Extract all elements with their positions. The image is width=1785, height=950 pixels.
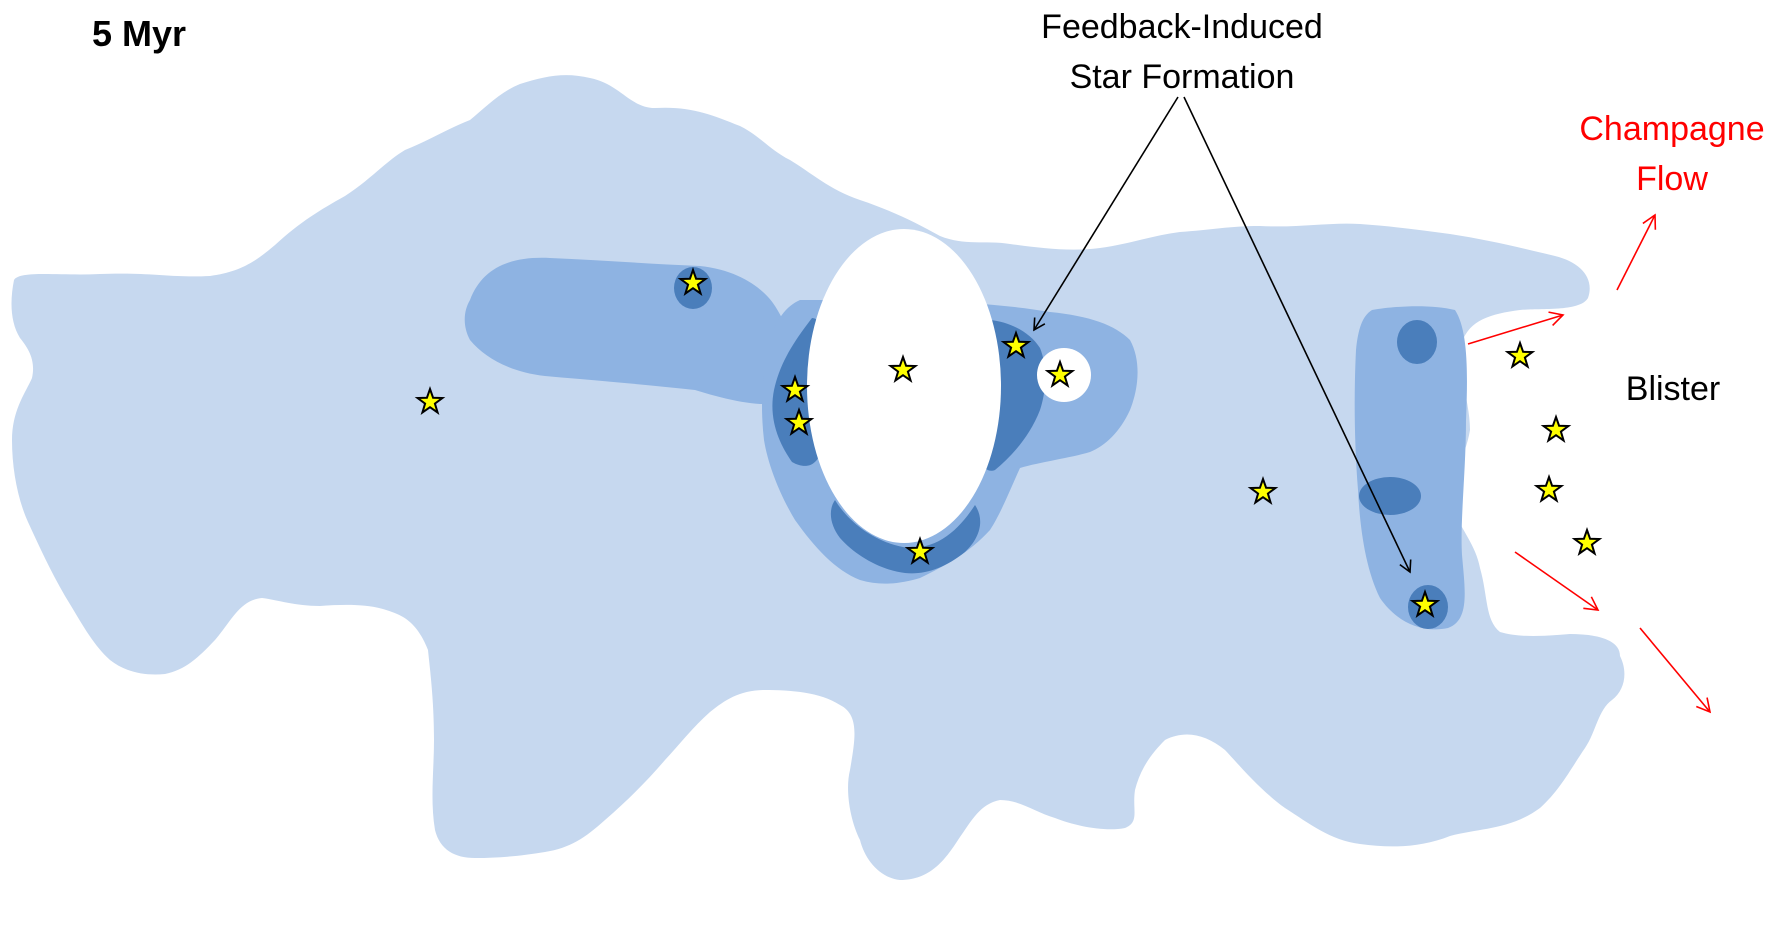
star-icon <box>887 353 919 383</box>
right-pillar <box>1354 306 1467 630</box>
star-icon <box>1504 339 1536 369</box>
champagne-label-line1: Champagne <box>1579 110 1764 148</box>
star-icon <box>783 406 815 436</box>
star-icon <box>1409 588 1441 618</box>
left-clump <box>464 257 794 405</box>
feedback-label-line2: Star Formation <box>1070 58 1295 96</box>
flow-arrow-up <box>1616 213 1657 291</box>
star-icon <box>1247 475 1279 505</box>
star-icon <box>1000 329 1032 359</box>
central-cavity <box>807 229 1001 543</box>
time-label: 5 Myr <box>92 13 186 54</box>
dense-core-pillar-top <box>1397 320 1437 364</box>
star-icon <box>677 266 709 296</box>
flow-arrow-top <box>1467 311 1565 345</box>
star-icon <box>1571 526 1603 556</box>
star-icon <box>414 385 446 415</box>
feedback-arrow-left <box>1033 96 1179 332</box>
dense-rim-bottom <box>830 500 981 574</box>
feedback-label-line1: Feedback-Induced <box>1041 8 1323 46</box>
dense-core-pillar-middle <box>1359 477 1421 515</box>
star-icon <box>904 535 936 565</box>
star-icon <box>1540 413 1572 443</box>
flow-arrow-bottom <box>1639 627 1712 714</box>
stars <box>414 266 1603 618</box>
star-icon <box>779 373 811 403</box>
champagne-label-line2: Flow <box>1636 160 1708 198</box>
flow-arrow-middle <box>1514 551 1600 611</box>
star-icon <box>1533 473 1565 503</box>
star-icon <box>1044 358 1076 388</box>
feedback-arrow-right <box>1183 96 1412 574</box>
blister-label: Blister <box>1626 370 1720 408</box>
